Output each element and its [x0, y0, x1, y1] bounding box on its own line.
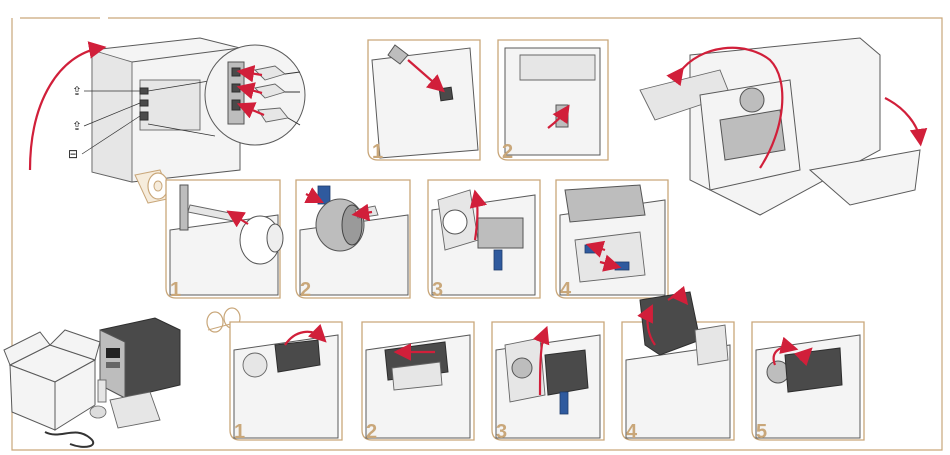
rotate-arrow	[30, 48, 100, 170]
step-number: 3	[496, 421, 507, 443]
step-number: 1	[372, 141, 383, 163]
step-number: 2	[366, 421, 377, 443]
step-number: 4	[626, 421, 638, 443]
usb-icon: ⇪	[72, 84, 82, 98]
printer-open-view	[640, 38, 920, 215]
usb-icon: ⇪	[72, 119, 82, 133]
label-step-3: 3	[428, 180, 540, 301]
ethernet-icon: ⊟	[68, 147, 78, 161]
ribbon-step-1: 1	[230, 322, 342, 443]
step-number: 4	[560, 279, 572, 301]
printer-rear-connectors: ⇪ ⇪ ⊟	[30, 38, 305, 182]
ribbon-step-2: 2	[362, 322, 474, 443]
label-step-1: 1	[166, 180, 283, 301]
step-number: 2	[300, 279, 311, 301]
step-number: 5	[756, 421, 767, 443]
label-step-4: 4	[556, 180, 668, 301]
ribbon-step-3: 3	[492, 322, 604, 443]
ribbon-step-4: 4	[622, 292, 734, 443]
step-number: 3	[432, 279, 443, 301]
ribbon-step-5: 5	[752, 322, 864, 443]
cable-step-2: 2	[498, 40, 608, 163]
cable-step-1: 1	[368, 40, 480, 163]
label-step-2: 2	[296, 180, 410, 301]
step-number: 2	[502, 141, 513, 163]
step-number: 1	[170, 279, 181, 301]
package-contents	[4, 318, 180, 447]
step-number: 1	[234, 421, 245, 443]
